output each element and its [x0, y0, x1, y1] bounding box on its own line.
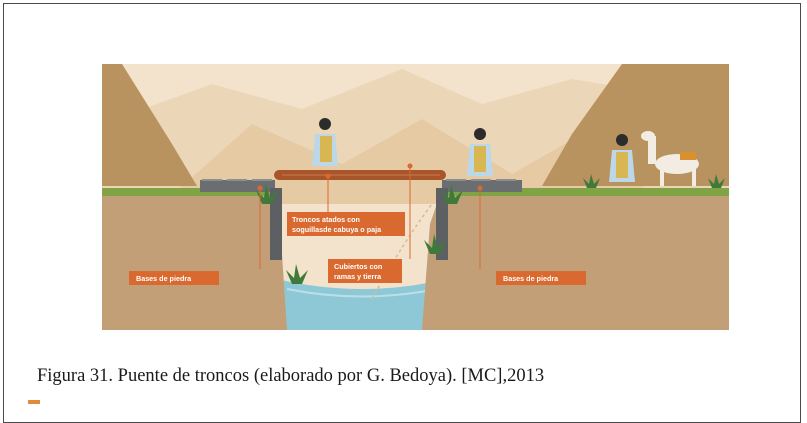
person-right	[609, 134, 635, 182]
figure-caption: Figura 31. Puente de troncos (elaborado …	[37, 366, 545, 386]
page-marker	[28, 400, 40, 404]
river-ripple	[286, 288, 438, 298]
right-cliff	[422, 189, 729, 330]
llama	[641, 131, 699, 186]
label-covered-text-1: Cubiertos con	[334, 262, 382, 271]
person-left	[312, 118, 338, 166]
hill-trail	[371, 203, 433, 300]
label-logs-text-1: Troncos atados con	[292, 215, 360, 224]
leader-dots	[257, 163, 483, 191]
label-base-right-text: Bases de piedra	[503, 274, 559, 283]
label-logs: Troncos atados con soguillasde cabuya o …	[287, 212, 405, 236]
label-covered: Cubiertos con ramas y tierra	[328, 259, 402, 283]
left-stone-base	[200, 179, 282, 260]
left-cliff	[102, 189, 287, 330]
left-mountain	[102, 64, 197, 186]
leader-lines	[259, 166, 481, 269]
bridge-diagram: Bases de piedra Troncos atados con sogui…	[102, 64, 729, 330]
plants	[256, 174, 725, 284]
label-base-right: Bases de piedra	[496, 271, 586, 285]
person-center	[467, 128, 493, 176]
label-base-left: Bases de piedra	[129, 271, 219, 285]
log-bridge-illustration: Bases de piedra Troncos atados con sogui…	[102, 64, 729, 330]
label-logs-text-2: soguillasde cabuya o paja	[292, 225, 382, 234]
label-base-left-text: Bases de piedra	[136, 274, 192, 283]
river-water	[277, 279, 447, 330]
mid-mountains	[162, 119, 662, 204]
label-covered-text-2: ramas y tierra	[334, 272, 382, 281]
right-stone-base	[436, 179, 522, 260]
